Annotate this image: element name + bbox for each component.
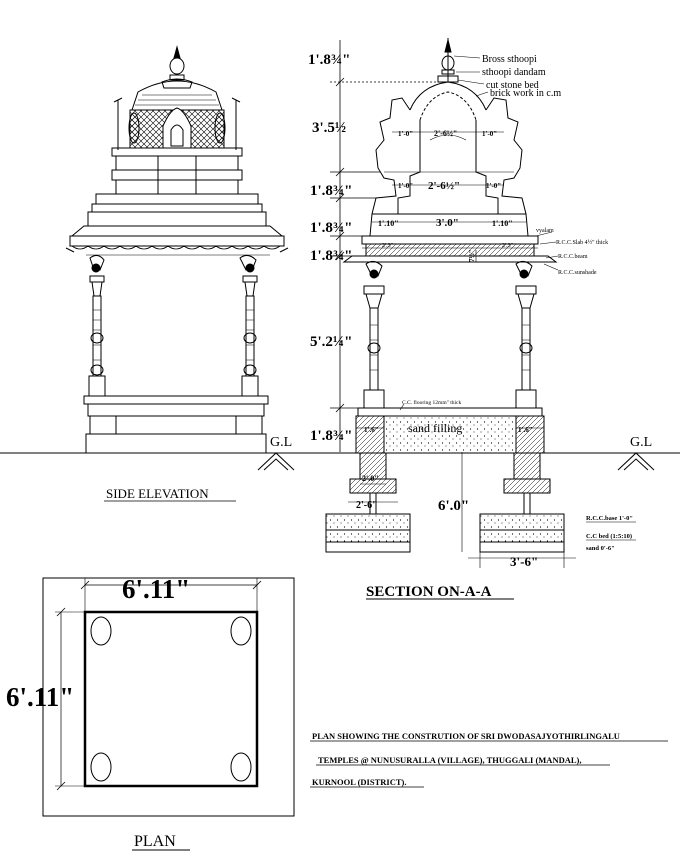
plan-pillar xyxy=(230,752,252,782)
plan xyxy=(42,577,295,817)
caption-line-2: TEMPLES @ NUNUSURALLA (VILLAGE), THUGGAL… xyxy=(318,755,581,765)
note-sand-filling: sand filling xyxy=(408,421,462,435)
plan-pillar xyxy=(230,616,252,646)
note-cc-flooring: C.C. flooring 12mm" thick xyxy=(402,399,461,406)
plan-pillar xyxy=(90,752,112,782)
dim-slab-proj-right: 2'.3" xyxy=(502,243,514,249)
dim-tier1-side-right: 1'-0" xyxy=(486,182,501,190)
note-rcc-sunshade: R.C.C.sunshade xyxy=(558,270,597,276)
note-sand: sand 0'-6" xyxy=(586,545,615,552)
dim-dome-side-left: 1'-0" xyxy=(398,130,413,138)
level-drum: 1'.8¾" xyxy=(310,183,353,199)
plan-depth-dim: 6'.11" xyxy=(6,682,74,712)
plan-outer-boundary xyxy=(42,577,295,817)
dim-tier1-side-left: 1'-0" xyxy=(398,182,413,190)
level-dome: 3'.5½ xyxy=(312,120,346,136)
section-dimension-lines xyxy=(348,131,576,568)
level-plinth: 1'.8¾" xyxy=(310,428,353,444)
ground-marker-right xyxy=(617,452,655,471)
note-brick-work: brick work in c.m xyxy=(490,88,561,99)
side-elevation-title: SIDE ELEVATION xyxy=(106,486,209,501)
ground-marker-left xyxy=(257,452,295,471)
ground-label-right: G.L xyxy=(630,435,652,450)
note-sthoopi-dandam: sthoopi dandam xyxy=(482,67,546,78)
plan-title: PLAN xyxy=(134,833,176,850)
dim-footing-column: 2'.0" xyxy=(362,474,379,483)
drawing-text: SIDE ELEVATION SECTION ON-A-A PLAN G.L G… xyxy=(6,52,652,850)
note-leaders xyxy=(399,55,559,411)
note-rcc-beam: R.C.C.beam xyxy=(558,254,588,260)
dim-footing-depth: 6'.0" xyxy=(438,498,469,514)
level-dimension-line xyxy=(330,40,448,452)
caption-line-3: KURNOOL (DISTRICT). xyxy=(312,777,406,787)
dim-plinth-right: 1'.6" xyxy=(518,426,533,434)
level-base-tier: 1'.8¾" xyxy=(310,220,353,236)
plan-pillar xyxy=(90,616,112,646)
dim-plinth-left: 1'.6" xyxy=(364,426,379,434)
note-cut-stone-bed: cut stone bed xyxy=(486,80,539,91)
dim-slab-thickness: 7½" xyxy=(468,249,476,262)
dim-footing-width: 2'-6" xyxy=(356,500,378,511)
note-cc-bed: C.C bed (1:5:10) xyxy=(586,533,632,540)
plan-width-dim: 6'.11" xyxy=(122,574,190,604)
dim-tier1-mid: 2'-6½" xyxy=(428,180,460,192)
note-rcc-slab: R.C.C.Slab 4½" thick xyxy=(556,239,608,246)
level-pillar: 5'.2¼" xyxy=(310,334,353,350)
level-top: 1'.8¾" xyxy=(308,52,351,68)
note-bross-sthoopi: Bross sthoopi xyxy=(482,54,537,65)
dim-dome-side-right: 1'-0" xyxy=(482,130,497,138)
section-title: SECTION ON-A-A xyxy=(366,584,492,600)
note-rcc-base: R.C.C.base 1'-0" xyxy=(586,515,633,522)
side-elevation xyxy=(65,45,289,454)
caption-line-1: PLAN SHOWING THE CONSTRUTION OF SRI DWOD… xyxy=(312,731,620,741)
dim-tier2-mid: 3'.0" xyxy=(436,217,459,229)
dim-tier2-side-right: 1'.10" xyxy=(492,219,513,228)
ground-label-left: G.L xyxy=(270,435,292,450)
dim-tier2-side-left: 1'.10" xyxy=(378,219,399,228)
dim-base-width: 3'-6" xyxy=(510,554,538,569)
dim-dome-mid: 2'-6½" xyxy=(434,129,457,138)
level-slab: 1'.8¾" xyxy=(310,248,353,264)
plan-platform xyxy=(83,610,259,788)
dim-slab-proj-left: 2'.3" xyxy=(382,243,394,249)
note-vyalam: vyalam xyxy=(536,228,554,234)
